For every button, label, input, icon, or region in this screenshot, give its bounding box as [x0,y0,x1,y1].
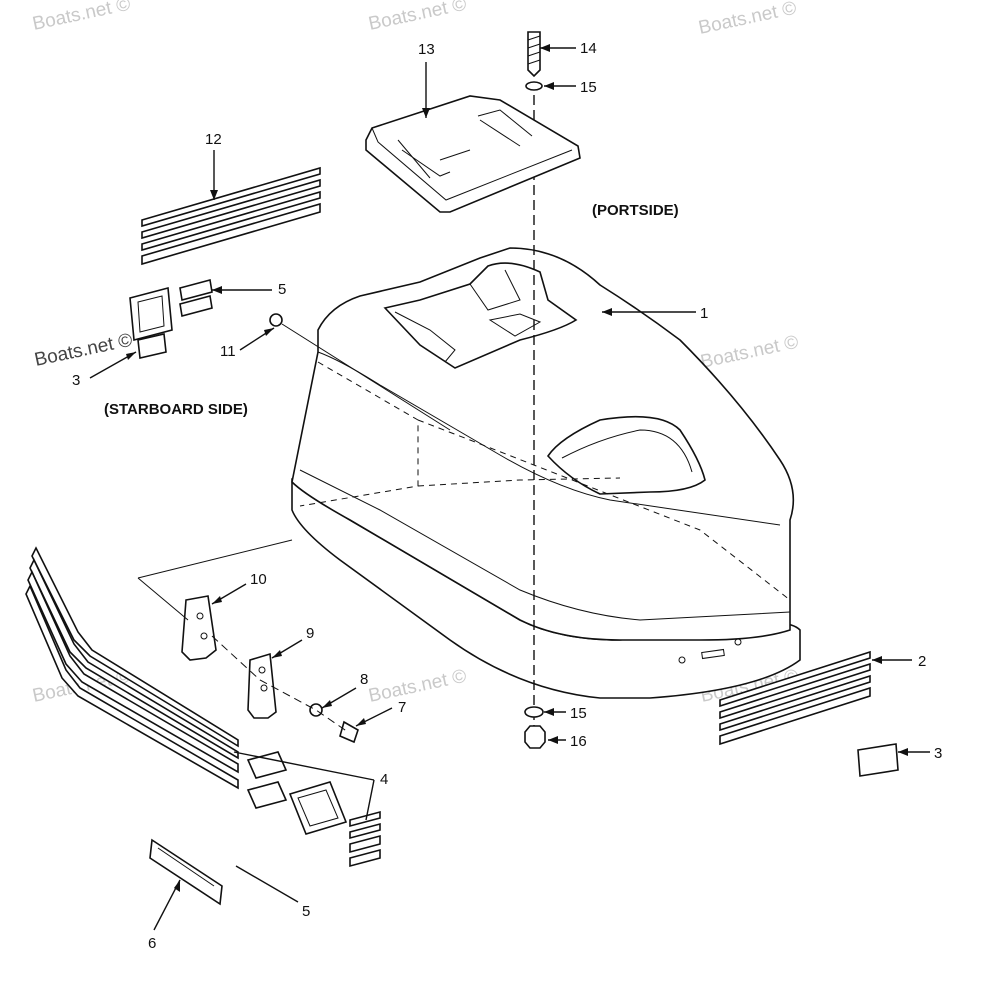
callout-13: 13 [418,41,435,58]
callout-3-starboard: 3 [72,372,80,389]
part-10-bracket [181,595,217,661]
callout-2: 2 [918,653,926,670]
part-7-screw [339,720,359,744]
callout-14: 14 [580,40,597,57]
starboard-side-label: (STARBOARD SIDE) [104,401,248,418]
bracket-leader-line-2 [137,539,293,579]
part-12-stripe-decal [141,166,321,266]
part-15-washer-top [525,81,543,91]
part-6-badge [149,838,223,906]
part-2-stripe-decal [719,650,871,746]
callout-15-bottom: 15 [570,705,587,722]
part-4-chevron-stripe [25,546,381,868]
part-15-washer-bottom [524,706,544,718]
part-5-starboard-decal [129,279,213,342]
callout-9: 9 [306,625,314,642]
watermark-4: Boats.net © [33,330,135,371]
watermark-8: Boats.net © [367,666,469,707]
part-11-leader [281,323,451,431]
part-11-screw [269,313,283,327]
callout-11: 11 [220,343,236,360]
callout-numbers: 1 2 3 3 4 5 5 6 7 8 9 10 11 12 13 14 15 … [72,40,942,952]
callout-6: 6 [148,935,156,952]
watermark-2: Boats.net © [367,0,469,35]
callout-5-lower: 5 [302,903,310,920]
part-1-cowl [291,247,801,699]
part-5-lower-decals [246,751,348,835]
callout-8: 8 [360,671,368,688]
part-3-decal-right [857,743,899,777]
watermark-1: Boats.net © [31,0,133,35]
callout-15-top: 15 [580,79,597,96]
callout-10: 10 [250,571,267,588]
part-16-nut [524,725,546,749]
part-8-washer [309,703,323,717]
part-9-bracket [247,652,277,719]
portside-label: (PORTSIDE) [592,202,679,219]
part-3-starboard-decal [137,333,167,359]
part-14-screw [527,31,541,78]
watermark-6: Boats.net © [699,332,801,373]
bracket-dashed-axis [211,635,349,733]
callout-16: 16 [570,733,587,750]
callout-7: 7 [398,699,406,716]
arrowheads [126,44,908,892]
bracket-leader-line [137,577,189,621]
part-13-top-plate [365,95,581,213]
callout-1: 1 [700,305,708,322]
callout-4: 4 [380,771,388,788]
callout-5-upper: 5 [278,281,286,298]
watermark-3: Boats.net © [697,0,799,39]
callout-12: 12 [205,131,222,148]
callout-3-right: 3 [934,745,942,762]
